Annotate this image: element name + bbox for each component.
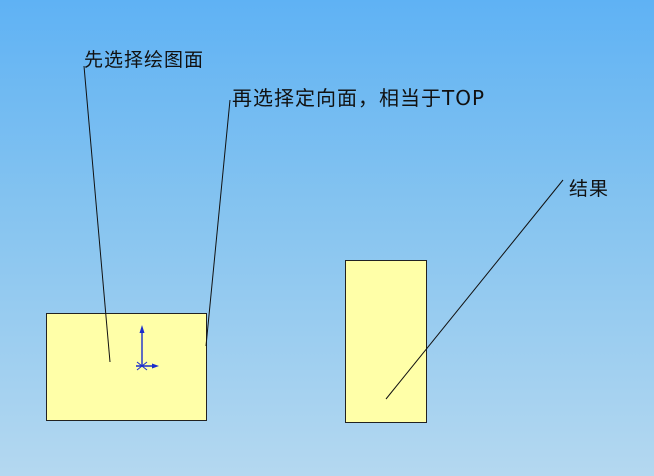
sketch-face-label: 先选择绘图面	[84, 49, 205, 71]
orientation-face-label: 再选择定向面，相当于TOP	[232, 86, 486, 110]
sketch-plane-rectangle[interactable]	[46, 313, 207, 421]
result-rectangle[interactable]	[345, 260, 427, 423]
result-label: 结果	[569, 178, 610, 200]
leader-line-orientation-face	[205, 99, 231, 347]
